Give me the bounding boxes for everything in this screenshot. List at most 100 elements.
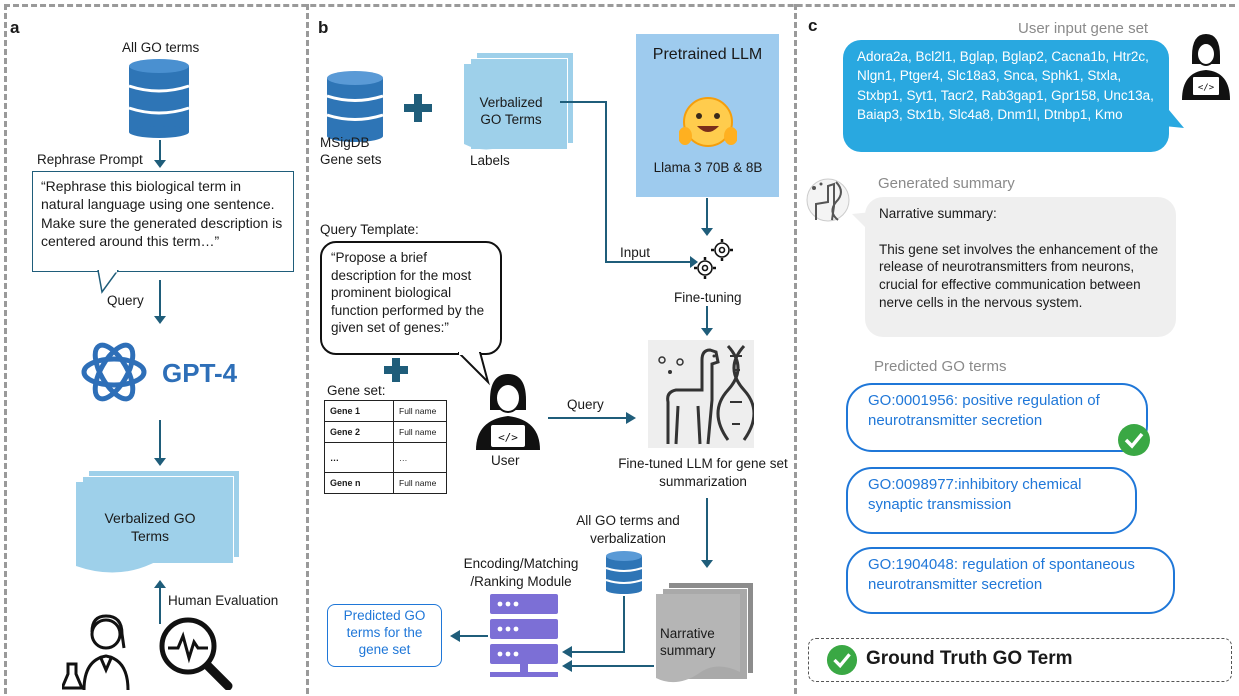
server-icon [490,594,558,677]
gene-bubble-tail [1164,104,1184,128]
b-verbalized-doc-icon [464,64,560,150]
gene-cell: Gene 2 [324,421,394,443]
narrative-summary-label-b: Narrative summary [660,626,716,658]
llama-model-label: Llama 3 70B & 8B [653,160,763,175]
query-label-a: Query [107,293,144,308]
ground-truth-check-icon [826,644,858,676]
check-icon [1118,424,1150,456]
predicted-go-terms-label-b: Predicted GO terms for the gene set [343,608,426,657]
narrative-summary-text: This gene set involves the enhancement o… [879,241,1159,310]
rephrase-prompt-text: “Rephrase this biological term in natura… [41,178,283,250]
human-evaluation-label: Human Evaluation [168,593,279,608]
user-icon: </> [476,374,540,450]
gene-cell: … [324,442,394,473]
small-database-icon [605,551,643,594]
summary-bubble-tail [852,212,872,234]
arrow-model-to-summary [701,498,713,568]
b-verbalized-go-terms: Verbalized GO Terms [479,95,543,127]
database-icon [128,59,190,138]
gears-icon [694,239,733,279]
hugging-face-icon [679,97,737,147]
encoding-module-label: Encoding/Matching /Ranking Module [463,556,579,589]
query-template-label: Query Template: [320,222,419,237]
full-name-cell: Full name [393,421,447,443]
query-template-text: “Propose a brief description for the mos… [331,250,485,336]
connector-summary-to-server [562,660,654,672]
full-name-cell: … [393,442,447,473]
gene-set-label: Gene set: [327,383,386,398]
table-row: …… [324,442,447,473]
pretrained-llm-label: Pretrained LLM [652,46,763,63]
user-coder-icon: </> [1182,34,1230,100]
arrow-finetune-to-model [701,306,713,336]
verbalized-go-doc-icon [76,482,226,573]
arrow-db-to-prompt [154,140,166,168]
predicted-term-pill[interactable]: GO:0098977:inhibitory chemical synaptic … [846,467,1137,534]
gene-cell: Gene n [324,472,394,494]
all-go-terms-verbalization-label: All GO terms and verbalization [576,513,680,546]
llama-dna-icon [648,340,754,448]
arrow-llm-to-finetune [701,198,713,236]
rephrase-prompt-label: Rephrase Prompt [37,152,143,167]
arrow-user-to-model [548,412,636,424]
svg-text:</>: </> [498,431,518,444]
msigdb-database-icon [326,71,384,142]
verbalized-go-terms-a: Verbalized GO Terms [104,510,196,545]
predicted-term-text: GO:0098977:inhibitory chemical synaptic … [868,476,1082,514]
all-go-terms-label: All GO terms [122,40,200,55]
arrow-gpt4-to-verbalized [154,420,166,466]
llama-avatar-icon [806,178,850,222]
msigdb-label: MSigDB Gene sets [320,135,382,167]
arrow-eval-to-verbalized [154,580,166,624]
left-border [4,4,7,694]
top-border [4,4,1235,7]
user-input-gene-set-title: User input gene set [1018,20,1149,37]
svg-text:</>: </> [1198,83,1215,93]
labels-label: Labels [470,153,510,168]
openai-logo-icon [81,342,147,402]
magnifier-icon [159,617,233,690]
rephrase-prompt-box: “Rephrase this biological term in natura… [32,171,294,272]
scientist-icon [62,614,130,691]
query-template-bubble: “Propose a brief description for the mos… [320,241,502,355]
query-bubble-tail [458,352,490,386]
generated-summary-title: Generated summary [878,175,1015,192]
predicted-term-pill[interactable]: GO:1904048: regulation of spontaneous ne… [846,547,1175,614]
gene-list-bubble: Adora2a, Bcl2l1, Bglap, Bglap2, Cacna1b,… [843,40,1169,152]
input-label: Input [620,245,651,260]
predicted-term-pill[interactable]: GO:0001956: positive regulation of neuro… [846,383,1148,452]
arrow-prompt-to-gpt4 [154,280,166,324]
fine-tuning-label: Fine-tuning [674,290,742,305]
predicted-go-terms-title: Predicted GO terms [874,358,1007,375]
panel-label-b: b [318,18,329,37]
arrow-server-to-predicted [450,630,488,642]
gene-list-text: Adora2a, Bcl2l1, Bglap, Bglap2, Cacna1b,… [857,49,1154,122]
full-name-cell: Full name [393,472,447,494]
narrative-summary-heading: Narrative summary: [879,206,997,221]
connector-db-to-server [562,596,625,658]
query-label-b: Query [567,397,604,412]
panel-label-a: a [10,18,20,37]
narrative-summary-doc-icon [656,594,740,683]
plus-icon-top [404,94,432,122]
user-label: User [491,453,520,468]
prompt-box-tail [97,270,119,294]
predicted-go-terms-box: Predicted GO terms for the gene set [327,604,442,667]
predicted-term-text: GO:0001956: positive regulation of neuro… [868,392,1100,430]
plus-icon-bottom [384,358,408,382]
gene-cell: Gene 1 [324,400,394,422]
connector-labels-to-finetune [560,101,698,268]
ground-truth-label: Ground Truth GO Term [866,648,1073,669]
summary-bubble: Narrative summary: This gene set involve… [865,197,1176,337]
divider-a-b [306,4,309,694]
panel-label-c: c [808,16,818,35]
divider-b-c [794,4,797,694]
fine-tuned-llm-label: Fine-tuned LLM for gene set summarizatio… [618,456,788,489]
ground-truth-legend [808,638,1232,682]
full-name-cell: Full name [393,400,447,422]
gpt4-label: GPT-4 [162,358,238,388]
